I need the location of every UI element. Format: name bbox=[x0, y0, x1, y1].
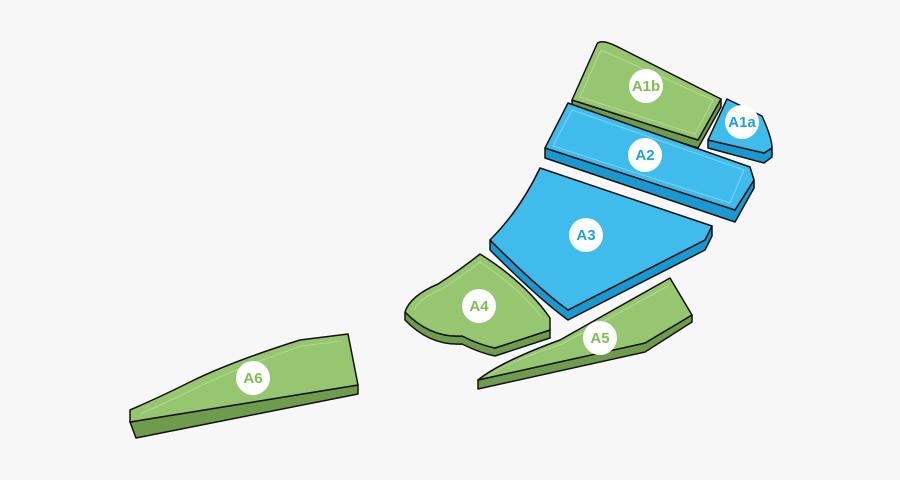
zone-a6-badge bbox=[236, 361, 270, 395]
zone-a3-badge bbox=[569, 218, 603, 252]
zone-a4-badge bbox=[462, 289, 496, 323]
zone-a5[interactable]: A5 bbox=[477, 277, 693, 390]
zone-a2[interactable]: A2 bbox=[544, 102, 755, 223]
zone-a5-badge bbox=[583, 321, 617, 355]
zone-a5-label: A5 bbox=[590, 330, 609, 347]
zone-a4[interactable]: A4 bbox=[404, 253, 551, 357]
zone-a1b-badge bbox=[629, 69, 663, 103]
zone-a1a-badge bbox=[725, 105, 759, 139]
zone-a6-label: A6 bbox=[243, 370, 262, 387]
zone-a1b-label: A1b bbox=[632, 78, 660, 95]
zone-a1a[interactable]: A1a bbox=[707, 98, 773, 164]
zone-a2-inner-edge bbox=[552, 109, 745, 204]
zone-a4-inner-edge bbox=[413, 261, 543, 319]
zone-a2-label: A2 bbox=[635, 147, 654, 164]
zone-a1a-label: A1a bbox=[728, 114, 756, 131]
zone-a3[interactable]: A3 bbox=[489, 167, 713, 321]
zone-a2-badge bbox=[628, 138, 662, 172]
zone-a6[interactable]: A6 bbox=[129, 333, 359, 439]
zone-a4-label: A4 bbox=[469, 298, 489, 315]
zone-a3-label: A3 bbox=[576, 227, 595, 244]
zone-a1b-inner-edge bbox=[579, 49, 714, 135]
zone-a5-inner-edge bbox=[487, 285, 669, 377]
zone-a6-inner-edge bbox=[139, 340, 343, 415]
